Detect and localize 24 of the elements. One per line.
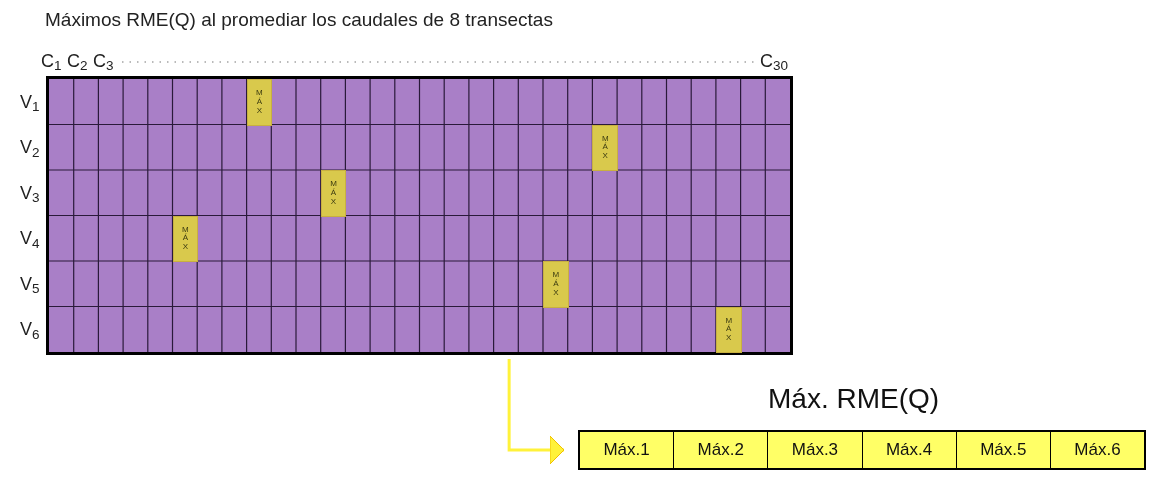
row-label: V$_{6}$ (20, 318, 40, 343)
max-cell: MÁX (543, 261, 569, 308)
table-heading: Máx. RME(Q) (768, 385, 940, 413)
result-cell: Máx.4 (862, 432, 957, 468)
row-label: V$_{5}$ (20, 272, 40, 297)
result-cell: Máx.6 (1050, 432, 1145, 468)
row-label: V$_{4}$ (20, 227, 40, 252)
row-label: V$_{2}$ (20, 136, 40, 161)
result-cell: Máx.2 (674, 432, 769, 468)
max-cell: MÁX (592, 124, 619, 171)
column-label: C$_{2}$ (67, 50, 88, 74)
column-label: C$_{1}$ (41, 50, 62, 74)
result-cell: Máx.5 (956, 432, 1051, 468)
max-cell: MÁX (246, 79, 273, 126)
row-label: V$_{3}$ (20, 181, 40, 206)
result-cell: Máx.1 (580, 432, 675, 468)
result-cell: Máx.3 (768, 432, 863, 468)
title: Máximos RME(Q) al promediar los caudales de 8 transectas (45, 8, 553, 32)
column-label: C$_{30}$ (760, 50, 789, 74)
arrow (507, 359, 565, 465)
column-label: C$_{3}$ (93, 50, 114, 74)
grid-table (46, 76, 793, 355)
max-cell: MÁX (320, 170, 347, 217)
row-label: V$_{1}$ (20, 90, 40, 115)
